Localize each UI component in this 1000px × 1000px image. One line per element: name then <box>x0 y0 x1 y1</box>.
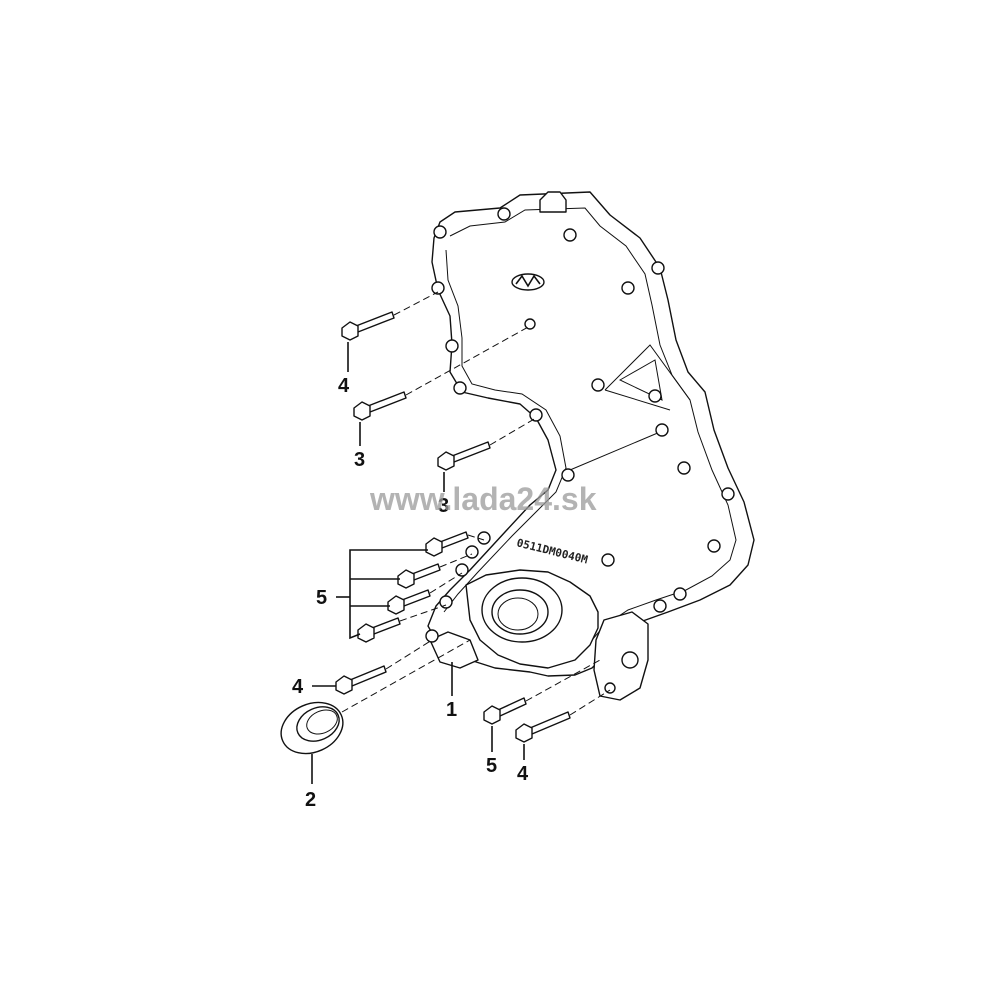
bolt-holes <box>431 207 735 613</box>
callout-2: 2 <box>305 789 316 811</box>
callout-4-upper: 4 <box>338 375 350 397</box>
assembly-lines <box>341 291 611 716</box>
bolt-4-upper <box>341 311 395 341</box>
bolt-5-b <box>397 563 441 589</box>
bolt-3-lower <box>437 441 491 471</box>
bolt-4-left <box>335 665 387 695</box>
callout-5-left: 5 <box>316 587 327 609</box>
callout-4-lower: 4 <box>517 763 529 785</box>
bolt-5-lower <box>483 697 527 725</box>
bolt-5-c <box>387 589 431 615</box>
bolt-5-d <box>357 617 401 643</box>
watermark: www.lada24.sk <box>369 481 597 517</box>
callout-4-left: 4 <box>292 676 304 698</box>
callout-3-lower: 3 <box>438 495 449 517</box>
timing-cover: 0511DM0040M <box>425 191 755 701</box>
callout-5-lower: 5 <box>486 755 497 777</box>
bolt-3-upper <box>353 391 407 421</box>
mahindra-logo-icon <box>511 273 545 291</box>
crankshaft-seal <box>280 701 344 755</box>
bolt-4-lower <box>515 711 571 743</box>
callout-1: 1 <box>446 699 457 721</box>
callout-3-upper: 3 <box>354 449 365 471</box>
leader-lines <box>311 342 525 784</box>
bolt-5-a <box>425 531 469 557</box>
callouts: 4 3 3 5 4 1 2 5 4 <box>292 375 529 811</box>
